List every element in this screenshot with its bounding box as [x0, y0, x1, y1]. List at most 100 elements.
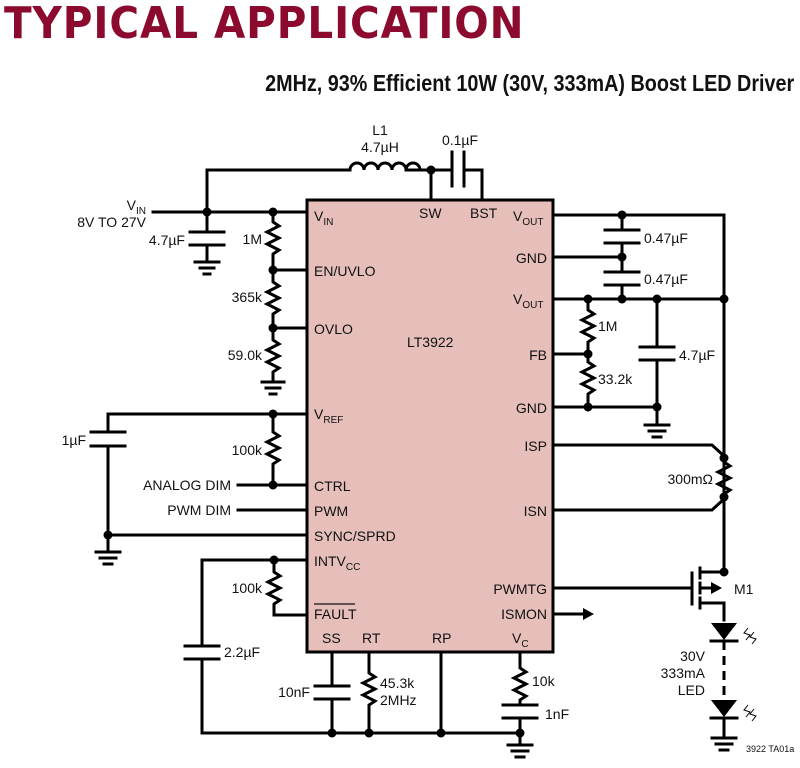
pin-ismon: ISMON [501, 606, 547, 622]
pin-vref: VREF [314, 406, 343, 426]
cap-vc-value: 1nF [545, 706, 569, 722]
ground-out [643, 423, 671, 439]
r-ref-value: 100k [232, 442, 263, 458]
r-vc-value: 10k [532, 673, 556, 689]
led-bottom-bar [709, 716, 739, 740]
pin-isn: ISN [524, 503, 547, 519]
figure-id: 3922 TA01a [746, 744, 794, 754]
wire-isp [551, 443, 727, 459]
pin-rp: RP [432, 630, 451, 646]
led-voltage: 30V [680, 648, 706, 664]
capacitor-ss [313, 650, 351, 735]
mosfet-ref: M1 [734, 581, 754, 597]
cap-cref-value: 1µF [62, 432, 86, 448]
rt-frequency: 2MHz [380, 692, 417, 708]
pin-pwm: PWM [314, 503, 348, 519]
capacitor-cin [188, 210, 226, 264]
junction-gnd-2 [583, 402, 593, 412]
pin-gnd-1: GND [516, 250, 547, 266]
pin-fb: FB [529, 347, 547, 363]
pin-fault: FAULT [314, 606, 357, 622]
wire-bst [462, 168, 484, 202]
r-uvlo-top-value: 1M [243, 231, 262, 247]
pin-rt: RT [362, 630, 381, 646]
pin-vc: VC [512, 630, 529, 650]
inductor-l1 [348, 161, 422, 172]
junction-ss [327, 728, 337, 738]
resistor-fault [264, 558, 309, 617]
capacitor-intvcc [183, 558, 522, 735]
pin-gnd-2: GND [516, 400, 547, 416]
resistor-fb-bot [578, 352, 598, 409]
cap-bst-value: 0.1µF [442, 132, 478, 148]
pin-sync-sprd: SYNC/SPRD [314, 528, 396, 544]
analog-dim-label: ANALOG DIM [143, 477, 231, 493]
ismon-arrow-icon [583, 608, 594, 620]
cap-intvcc-value: 2.2µF [224, 644, 260, 660]
r-fault-value: 100k [232, 580, 263, 596]
resistor-rt [359, 650, 379, 735]
r-uvlo-bot-value: 59.0k [228, 347, 263, 363]
section-heading: TYPICAL APPLICATION [4, 0, 525, 49]
mosfet-arrow [711, 582, 722, 594]
inductor-ref: L1 [372, 122, 388, 138]
pin-intvcc: INTVCC [314, 553, 360, 573]
resistor-uvlo-top [263, 210, 283, 272]
figure-title: 2MHz, 93% Efficient 10W (30V, 333mA) Boo… [264, 70, 794, 96]
junction-sw [426, 165, 436, 175]
resistor-uvlo-bot [263, 326, 283, 384]
pin-vin: VIN [314, 208, 333, 228]
pin-sw: SW [419, 205, 442, 221]
resistor-cap-vc [501, 650, 539, 747]
ic-part-number: LT3922 [407, 334, 454, 350]
vin-range-label: 8V TO 27V [77, 214, 146, 230]
ground-uvlo [260, 380, 286, 396]
ground-cin [193, 260, 221, 276]
pin-vout-1: VOUT [513, 208, 543, 228]
cap-cout1-value: 0.47µF [644, 230, 688, 246]
resistor-fb-top [578, 297, 598, 356]
led-current: 333mA [661, 665, 706, 681]
capacitor-cout3 [638, 297, 676, 427]
mosfet-m1 [551, 566, 726, 622]
cap-cout2-value: 0.47µF [644, 271, 688, 287]
pin-ctrl: CTRL [314, 478, 351, 494]
ground-vc [506, 743, 534, 759]
junction-rp [436, 728, 446, 738]
junction-rt [364, 728, 374, 738]
vin-label: VIN [127, 197, 146, 217]
led-bottom-light-icon [743, 704, 757, 722]
r-fb-top-value: 1M [598, 318, 617, 334]
led-bottom-icon [711, 700, 737, 717]
pwm-dim-label: PWM DIM [167, 502, 231, 518]
pin-vout-2: VOUT [513, 291, 543, 311]
pin-isp: ISP [524, 438, 547, 454]
inductor-value: 4.7µH [361, 139, 399, 155]
led-label: LED [678, 682, 705, 698]
cap-ss-value: 10nF [278, 684, 310, 700]
wire-vin-to-l1 [205, 168, 352, 214]
pin-bst: BST [470, 205, 498, 221]
r-uvlo-mid-value: 365k [232, 289, 263, 305]
capacitor-cref [89, 412, 127, 537]
wire-vout-1 [551, 213, 726, 557]
capacitor-cout1 [603, 213, 641, 259]
pin-ovlo: OVLO [314, 321, 353, 337]
wire-isn [551, 496, 727, 512]
led-top-icon [711, 623, 737, 640]
ground-led [710, 736, 738, 752]
junction-vc-gnd [515, 728, 525, 738]
ground-sync [94, 533, 122, 566]
capacitor-bst [450, 150, 466, 188]
pin-ss: SS [322, 630, 341, 646]
pin-en-uvlo: EN/UVLO [314, 263, 376, 279]
junction-vout-2 [617, 294, 627, 304]
resistor-sense [714, 456, 734, 499]
capacitor-cout2 [603, 255, 641, 301]
cap-cout3-value: 4.7µF [679, 347, 715, 363]
cap-cin-value: 4.7µF [149, 232, 185, 248]
resistor-ref [263, 412, 283, 487]
junction-gnd-3 [652, 402, 662, 412]
resistor-uvlo-mid [263, 268, 283, 330]
